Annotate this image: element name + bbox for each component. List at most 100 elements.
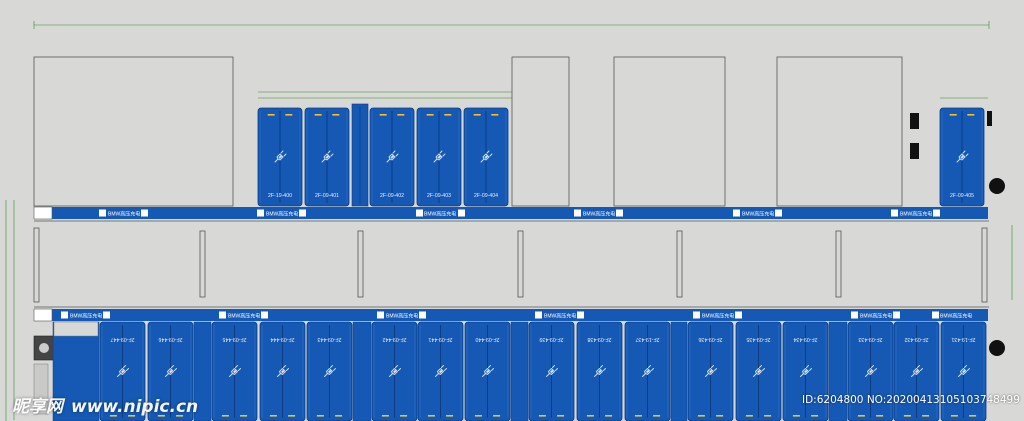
parking-bay-bottom-3[interactable]: 2F-09-445 (211, 321, 258, 421)
parking-bay-bottom-15[interactable]: 2F-09-433 (847, 321, 894, 421)
lane-sign-label: BMW高压充电 (583, 211, 615, 218)
lane-sign-label: BMW高压充电 (940, 313, 972, 320)
parking-bay-bottom-17[interactable]: 2F-19-431 (940, 321, 987, 421)
ev-charging-plug-icon (958, 365, 970, 377)
bay-divider (510, 321, 529, 421)
parking-bay-bottom-7[interactable]: 2F-09-441 (417, 321, 464, 421)
ev-charging-plug-icon (482, 365, 494, 377)
wheel-stop (745, 415, 753, 417)
drive-aisle-columns (199, 230, 842, 298)
parking-bay-bottom-12[interactable]: 2F-09-436 (687, 321, 734, 421)
ev-charging-plug-icon (642, 365, 654, 377)
wheel-stop (314, 114, 322, 116)
wheel-stop (316, 415, 324, 417)
ev-charging-plug-icon (165, 365, 177, 377)
bay-number-label: 2F-09-444 (270, 336, 294, 342)
wheel-stop (269, 415, 277, 417)
bay-number-label: 2F-09-401 (315, 193, 339, 199)
bay-number-label: 2F-09-435 (746, 336, 770, 342)
lane-sign-label: BMW高压充电 (742, 211, 774, 218)
bay-number-label: 2F-09-442 (382, 336, 406, 342)
parking-bay-bottom-16[interactable]: 2F-09-432 (893, 321, 940, 421)
lane-sign-box (419, 311, 426, 319)
image-id-tag: ID:6204800 NO:20200413105103748499 (802, 394, 1020, 406)
bottom-bay-row: 2F-09-447 2F-09-446 2F-09-445 2F-09-444 2F-0… (52, 321, 987, 421)
ev-charging-plug-icon (800, 365, 812, 377)
wheel-stop (240, 415, 248, 417)
parking-bay-bottom-8[interactable]: 2F-09-440 (464, 321, 511, 421)
ev-charging-plug-icon (594, 365, 606, 377)
lane-sign-box (616, 209, 623, 217)
bay-number-label: 2F-09-440 (475, 336, 499, 342)
lane-sign-label: BMW高压充电 (860, 313, 892, 320)
wheel-stop (857, 415, 865, 417)
parking-bay-bottom-1[interactable]: 2F-09-447 (99, 321, 146, 421)
wheel-stop (586, 415, 594, 417)
ev-charging-plug-icon (546, 365, 558, 377)
parking-bay-top-6[interactable]: 2F-09-405 (939, 107, 985, 207)
parking-bay-bottom-6[interactable]: 2F-09-442 (371, 321, 418, 421)
bay-number-label: 2F-09-433 (858, 336, 882, 342)
ev-charging-plug-icon (956, 150, 969, 163)
parking-bay-top-4[interactable]: 2F-09-403 (416, 107, 462, 207)
bay-number-label: 2F-09-402 (380, 193, 404, 199)
parking-bay-top-2[interactable]: 2F-09-401 (304, 107, 350, 207)
ev-charging-plug-icon (277, 365, 289, 377)
wheel-stop (267, 114, 275, 116)
lane-sign-box (219, 311, 226, 319)
ev-charging-plug-icon (753, 365, 765, 377)
parking-bay-bottom-10[interactable]: 2F-09-438 (576, 321, 623, 421)
ev-charging-plug-icon (480, 150, 493, 163)
bay-divider (828, 321, 848, 421)
ev-charging-plug-icon (911, 365, 923, 377)
watermark-brand: 昵享网 (12, 397, 63, 417)
lane-sign-box (933, 209, 940, 217)
bay-number-label: 2F-19-437 (635, 336, 659, 342)
wheel-stop (634, 415, 642, 417)
wheel-stop (491, 114, 499, 116)
wheel-stop (557, 415, 565, 417)
lane-sign-box (377, 311, 384, 319)
wheel-stop (903, 415, 911, 417)
wheel-stop (444, 114, 452, 116)
parking-bay-bottom-13[interactable]: 2F-09-435 (735, 321, 782, 421)
wheel-stop (379, 114, 387, 116)
wheel-stop (474, 415, 482, 417)
bay-number-label: 2F-09-434 (793, 336, 817, 342)
parking-bay-bottom-5[interactable]: 2F-09-443 (306, 321, 353, 421)
parking-bay-bottom-14[interactable]: 2F-09-434 (782, 321, 829, 421)
wheel-stop (332, 114, 340, 116)
lane-sign-box (299, 209, 306, 217)
lane-sign-box (535, 311, 542, 319)
parking-bay-top-1[interactable]: 2F-19-400 (257, 107, 303, 207)
bay-number-label: 2F-19-431 (951, 336, 975, 342)
wheel-stop (697, 415, 705, 417)
ev-charging-plug-icon (865, 365, 877, 377)
lane-sign-box (574, 209, 581, 217)
wheel-stop (716, 415, 724, 417)
parking-bay-bottom-2[interactable]: 2F-09-446 (147, 321, 194, 421)
wheel-stop (493, 415, 501, 417)
wheel-stop (288, 415, 296, 417)
bay-number-label: 2F-09-405 (950, 193, 974, 199)
wheel-stop (446, 415, 454, 417)
parking-bay-top-5[interactable]: 2F-09-404 (463, 107, 509, 207)
bay-number-label: 2F-09-447 (110, 336, 134, 342)
bay-number-label: 2F-19-400 (268, 193, 292, 199)
parking-bay-bottom-11[interactable]: 2F-19-437 (624, 321, 671, 421)
parking-bay-bottom-4[interactable]: 2F-09-444 (259, 321, 306, 421)
lane-sign-label: BMW高压充电 (544, 313, 576, 320)
parking-bay-top-3[interactable]: 2F-09-402 (369, 107, 415, 207)
lane-sign-label: BMW高压充电 (108, 211, 140, 218)
ev-charging-plug-icon (705, 365, 717, 377)
parking-bay-bottom-9[interactable]: 2F-09-439 (528, 321, 575, 421)
wheel-stop (397, 114, 405, 116)
lane-sign-box (735, 311, 742, 319)
watermark-url: www.nipic.cn (71, 397, 199, 417)
ev-charging-plug-icon (321, 150, 334, 163)
ev-charging-plug-icon (389, 365, 401, 377)
wheel-stop (876, 415, 884, 417)
wheel-stop (109, 415, 117, 417)
lane-sign-box (733, 209, 740, 217)
